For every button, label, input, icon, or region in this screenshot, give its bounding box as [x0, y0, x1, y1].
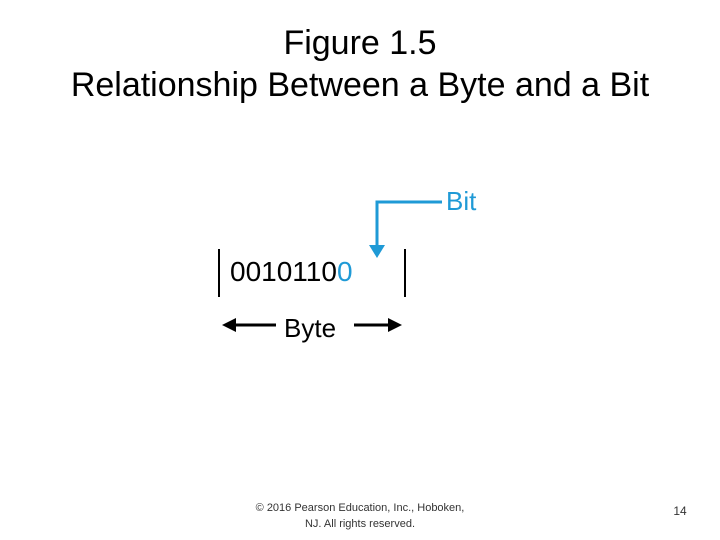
- copyright-line-1: © 2016 Pearson Education, Inc., Hoboken,: [255, 502, 465, 514]
- title-line-2: Relationship Between a Byte and a Bit: [70, 66, 650, 104]
- title-line-1: Figure 1.5: [283, 24, 437, 62]
- copyright-footer: © 2016 Pearson Education, Inc., Hoboken,…: [230, 500, 490, 532]
- highlighted-bit: 0: [336, 256, 353, 287]
- byte-right-arrowhead: [388, 318, 402, 332]
- page-number: 14: [673, 504, 687, 518]
- bit-label: Bit: [446, 186, 477, 216]
- copyright-line-2: NJ. All rights reserved.: [304, 518, 416, 530]
- slide-title: Figure 1.5 Relationship Between a Byte a…: [0, 22, 720, 106]
- bit-pointer-line: [375, 200, 442, 246]
- byte-left-arrowhead: [222, 318, 236, 332]
- bits-prefix: 0010110: [230, 256, 337, 287]
- byte-bits: 00101100: [230, 254, 353, 290]
- bit-pointer-arrowhead: [369, 245, 385, 258]
- byte-bracket: [218, 249, 406, 297]
- byte-label: Byte: [284, 313, 337, 343]
